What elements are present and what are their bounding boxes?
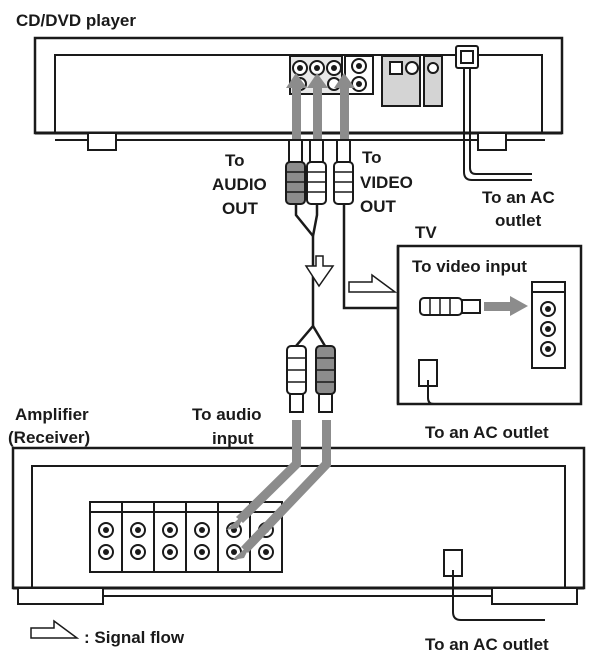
tv-label: TV (415, 223, 437, 242)
amplifier (11, 446, 586, 621)
to-video-out-line-1: To (362, 148, 382, 167)
rca-plug-icon (286, 345, 336, 413)
to-audio-out-line-3: OUT (222, 199, 258, 218)
audio-video-out-arrows (286, 73, 355, 140)
cd-player-rear-panel (289, 45, 532, 181)
signal-flow-arrow-icon (30, 619, 80, 639)
to-video-out-line-3: OUT (360, 197, 396, 216)
cd-dvd-player-label: CD/DVD player (16, 11, 136, 30)
amplifier-label-line-2: (Receiver) (8, 428, 91, 447)
to-video-input-label: To video input (412, 257, 527, 276)
to-ac-outlet-top-line-1: To an AC (482, 188, 555, 207)
audio-input-arrows (226, 420, 331, 560)
signal-flow-legend-label: : Signal flow (84, 628, 185, 647)
amplifier-label-line-1: Amplifier (15, 405, 89, 424)
to-video-out-line-2: VIDEO (360, 173, 413, 192)
to-audio-out-line-1: To (225, 151, 245, 170)
tv (396, 244, 583, 406)
signal-flow-arrow-icon (304, 255, 335, 288)
to-audio-input-line-1: To audio (192, 405, 262, 424)
rca-plug-icon (285, 139, 354, 205)
rca-plug-icon (419, 296, 528, 316)
video-cable (342, 204, 420, 310)
to-audio-input-line-2: input (212, 429, 254, 448)
to-ac-outlet-tv-label: To an AC outlet (425, 423, 549, 442)
to-ac-outlet-bottom-label: To an AC outlet (425, 635, 549, 654)
signal-flow-arrow-icon (348, 273, 398, 293)
to-ac-outlet-top-line-2: outlet (495, 211, 542, 230)
to-audio-out-line-2: AUDIO (212, 175, 267, 194)
